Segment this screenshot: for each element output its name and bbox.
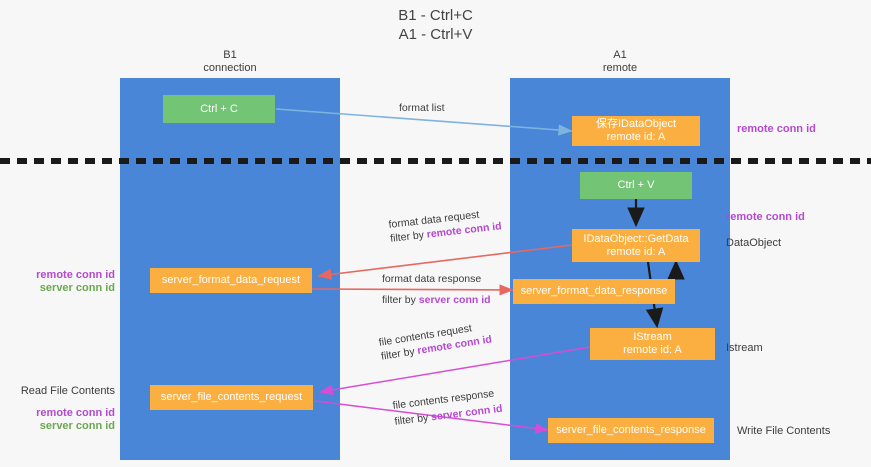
box-idataobject-getdata-line2: remote id: A xyxy=(606,245,666,258)
box-server-file-contents-request[interactable]: server_file_contents_request xyxy=(150,385,313,410)
right-label-remote-conn-id-top: remote conn id xyxy=(737,123,816,135)
box-server-file-contents-request-label: server_file_contents_request xyxy=(160,391,303,403)
right-label-dataobject: DataObject xyxy=(726,237,782,249)
left-label-remote-conn-id-2: remote conn id xyxy=(36,407,115,419)
box-server-format-data-response[interactable]: server_format_data_response xyxy=(513,279,675,304)
box-ctrl-v[interactable]: Ctrl + V xyxy=(580,172,692,199)
column-header-b1: B1 connection xyxy=(203,49,257,74)
box-ctrl-v-label: Ctrl + V xyxy=(617,179,655,191)
left-label-server-conn-id-1: server conn id xyxy=(39,282,115,294)
box-server-format-data-request[interactable]: server_format_data_request xyxy=(150,268,312,293)
box-istream[interactable]: IStream remote id: A xyxy=(590,328,715,360)
box-ctrl-c[interactable]: Ctrl + C xyxy=(163,95,275,123)
arrow-label-file-contents-request: file contents request filter by remote c… xyxy=(378,319,493,362)
box-server-format-data-request-label: server_format_data_request xyxy=(161,274,301,286)
arrow-label-format-list: format list xyxy=(399,102,445,114)
column-header-a1: A1 remote xyxy=(602,49,638,74)
arrow-label-format-data-response-prefix: filter by xyxy=(382,294,419,306)
arrow-label-format-data-request-prefix: filter by xyxy=(389,228,428,245)
box-save-idataobject-line1: 保存IDataObject xyxy=(595,118,677,130)
page-title: B1 - Ctrl+C A1 - Ctrl+V xyxy=(398,7,473,43)
left-label-read-file-contents: Read File Contents xyxy=(20,385,115,397)
box-server-format-data-response-label: server_format_data_response xyxy=(520,285,668,297)
box-idataobject-getdata[interactable]: IDataObject::GetData remote id: A xyxy=(572,229,700,262)
box-server-file-contents-response[interactable]: server_file_contents_response xyxy=(548,418,714,443)
right-label-istream: Istream xyxy=(726,342,763,354)
right-label-remote-conn-id-mid: remote conn id xyxy=(726,211,805,223)
box-save-idataobject-line2: remote id: A xyxy=(606,131,666,143)
box-save-idataobject[interactable]: 保存IDataObject remote id: A xyxy=(572,116,700,146)
arrow-label-format-list-text: format list xyxy=(399,102,445,114)
arrow-label-format-data-response-filter: server conn id xyxy=(418,294,491,306)
arrow-label-format-data-response-text: format data response xyxy=(382,273,482,285)
arrow-label-format-data-request: format data request filter by remote con… xyxy=(388,206,502,245)
box-istream-line2: remote id: A xyxy=(623,344,682,356)
left-label-server-conn-id-2: server conn id xyxy=(39,420,115,432)
box-server-file-contents-response-label: server_file_contents_response xyxy=(556,424,706,436)
arrow-label-file-contents-response: file contents response filter by server … xyxy=(392,387,503,428)
arrow-label-format-data-response: format data response filter by server co… xyxy=(382,273,491,306)
left-label-remote-conn-id-1: remote conn id xyxy=(36,269,115,281)
right-label-write-file-contents: Write File Contents xyxy=(737,425,831,437)
box-idataobject-getdata-line1: IDataObject::GetData xyxy=(583,232,689,245)
arrow-label-file-contents-response-prefix: filter by xyxy=(393,411,432,428)
box-ctrl-c-label: Ctrl + C xyxy=(200,102,238,115)
box-istream-line1: IStream xyxy=(633,331,672,343)
